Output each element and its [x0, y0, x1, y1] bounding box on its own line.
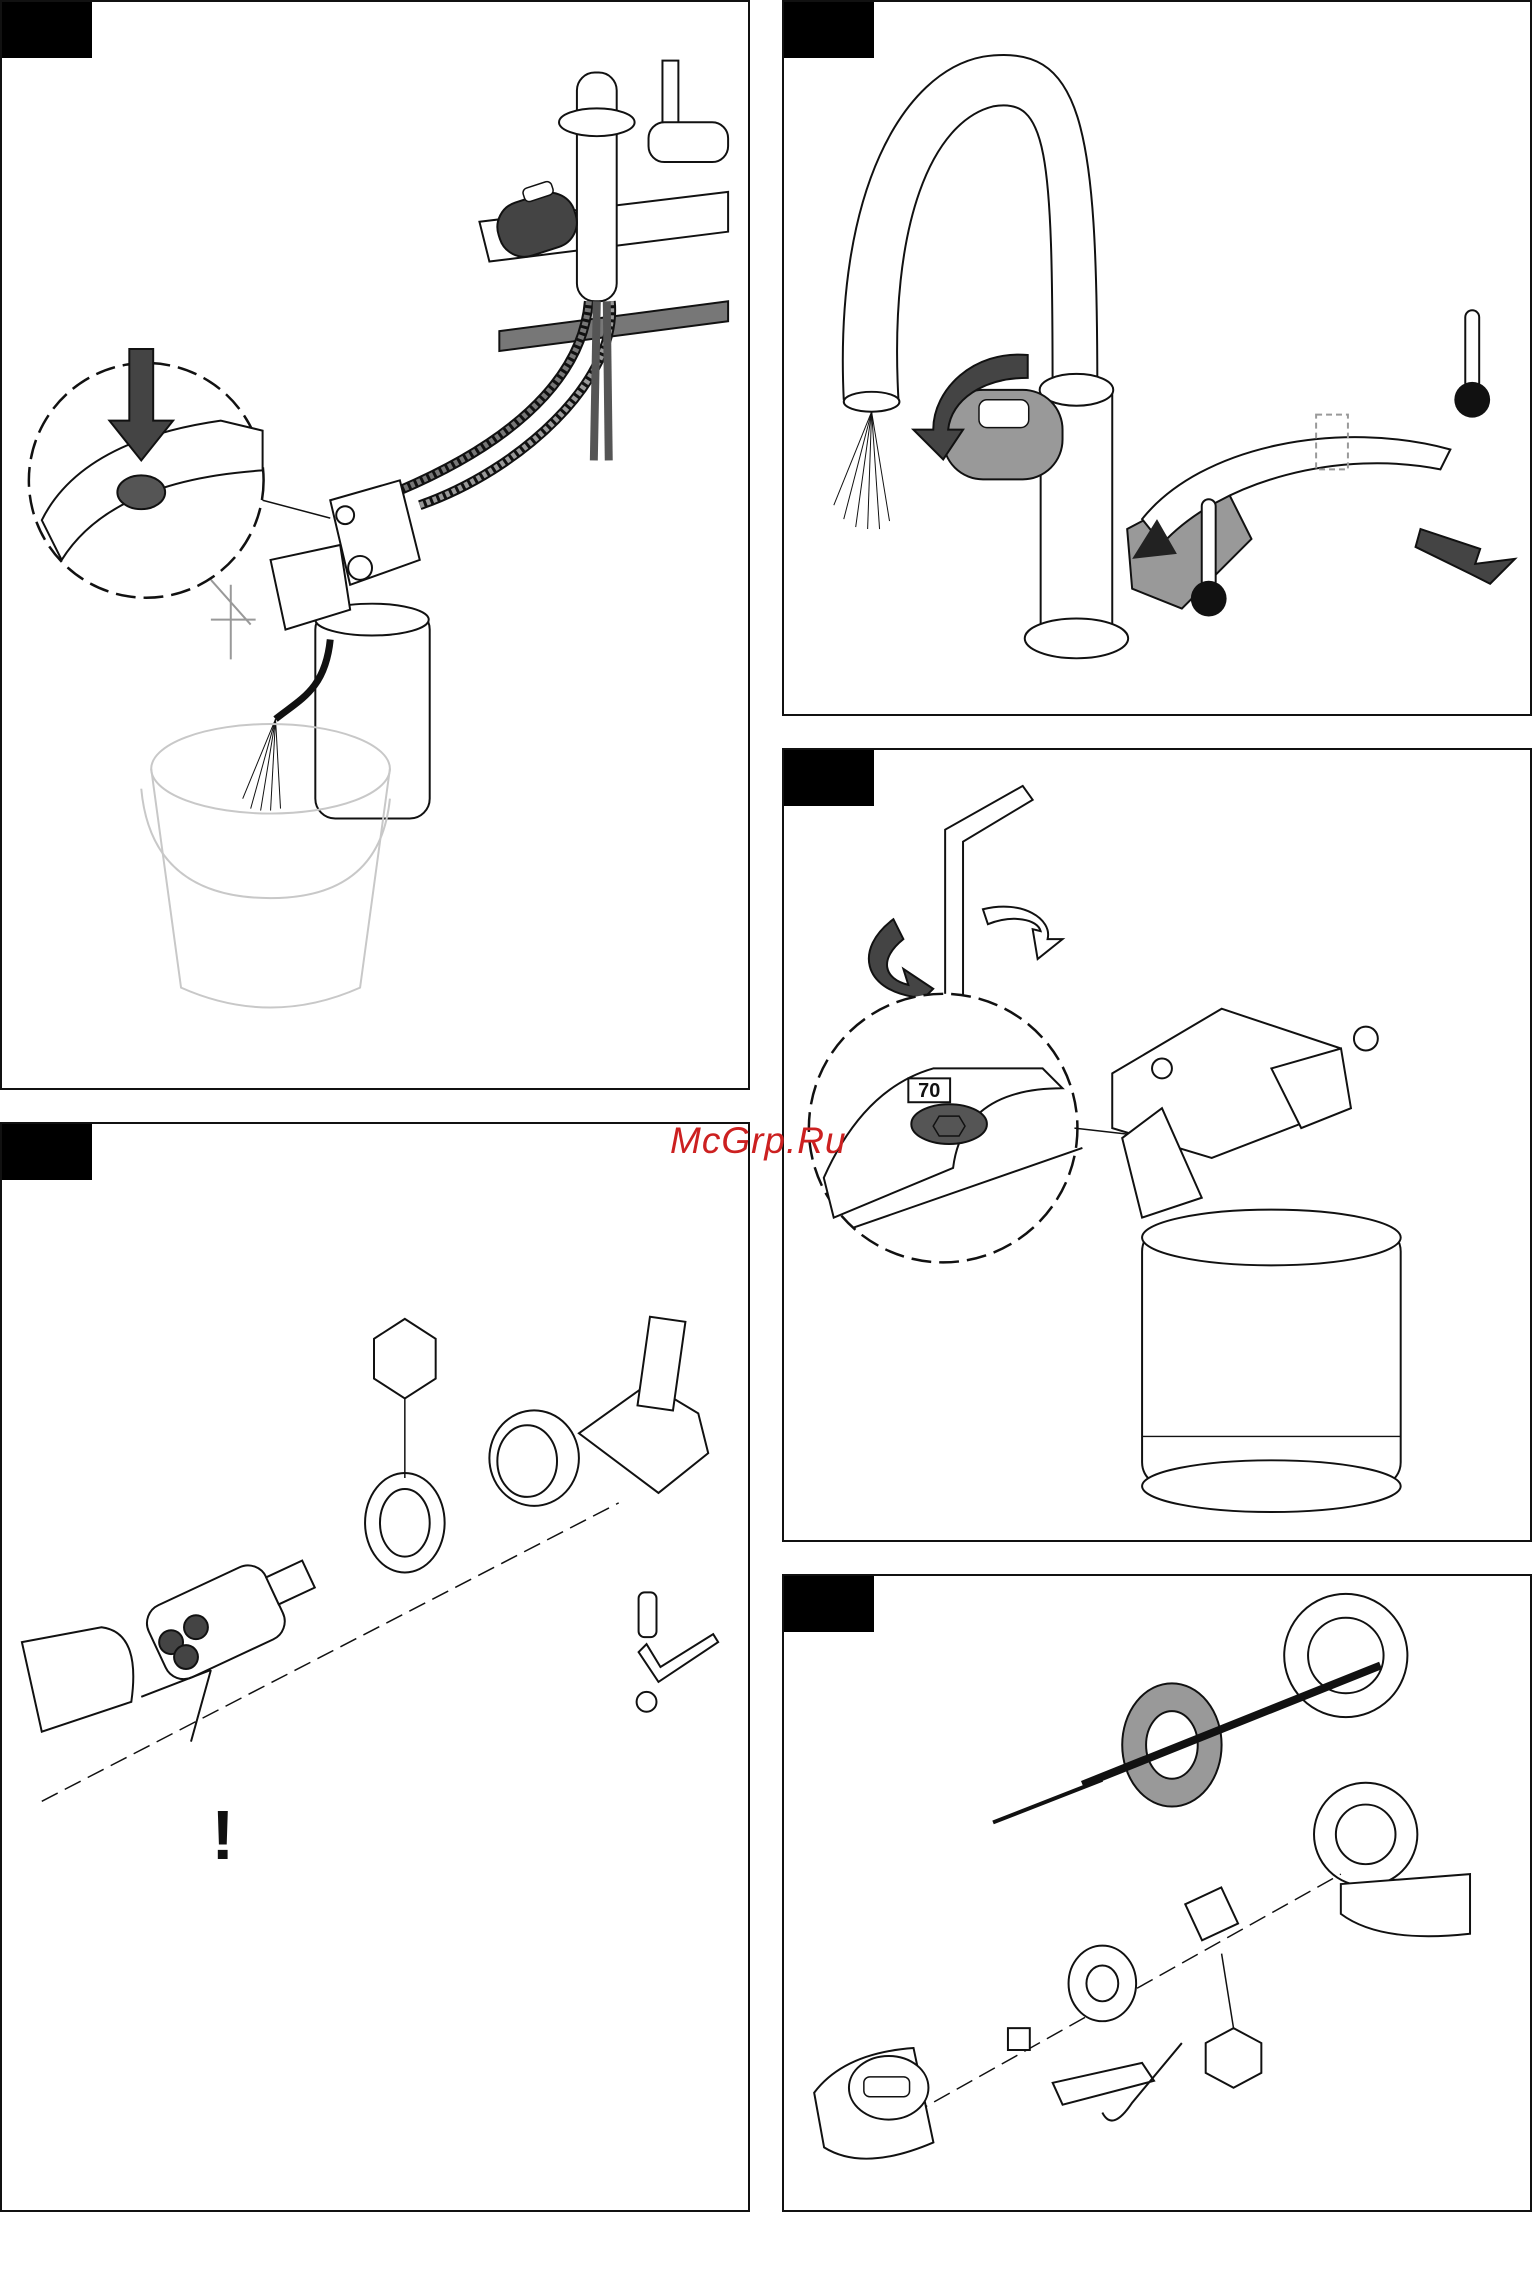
- instruction-panel-5: [782, 1574, 1532, 2212]
- exclamation-icon: !: [141, 1670, 234, 1874]
- thermometer-cold-icon: [1454, 310, 1490, 417]
- faucet-operation-illustration: [784, 2, 1530, 714]
- display-exploded-illustration: [784, 1576, 1530, 2210]
- temperature-adjust-illustration: 70: [784, 750, 1530, 1540]
- cartridge-exploded-illustration: !: [2, 1124, 748, 2210]
- watermark: McGrp.Ru: [670, 1120, 847, 1162]
- warning-mark: !: [211, 1796, 234, 1874]
- instruction-panel-4: !: [0, 1122, 750, 2212]
- instruction-panel-2: [782, 0, 1532, 716]
- temperature-setting-label: 70: [918, 1080, 940, 1102]
- instruction-panel-1: [0, 0, 750, 1090]
- instruction-panel-3: 70: [782, 748, 1532, 1542]
- hexagon-wrench-icon: [374, 1319, 436, 1478]
- hexagon-wrench-icon: [1206, 1954, 1262, 2088]
- filter-flush-illustration: [2, 2, 748, 1088]
